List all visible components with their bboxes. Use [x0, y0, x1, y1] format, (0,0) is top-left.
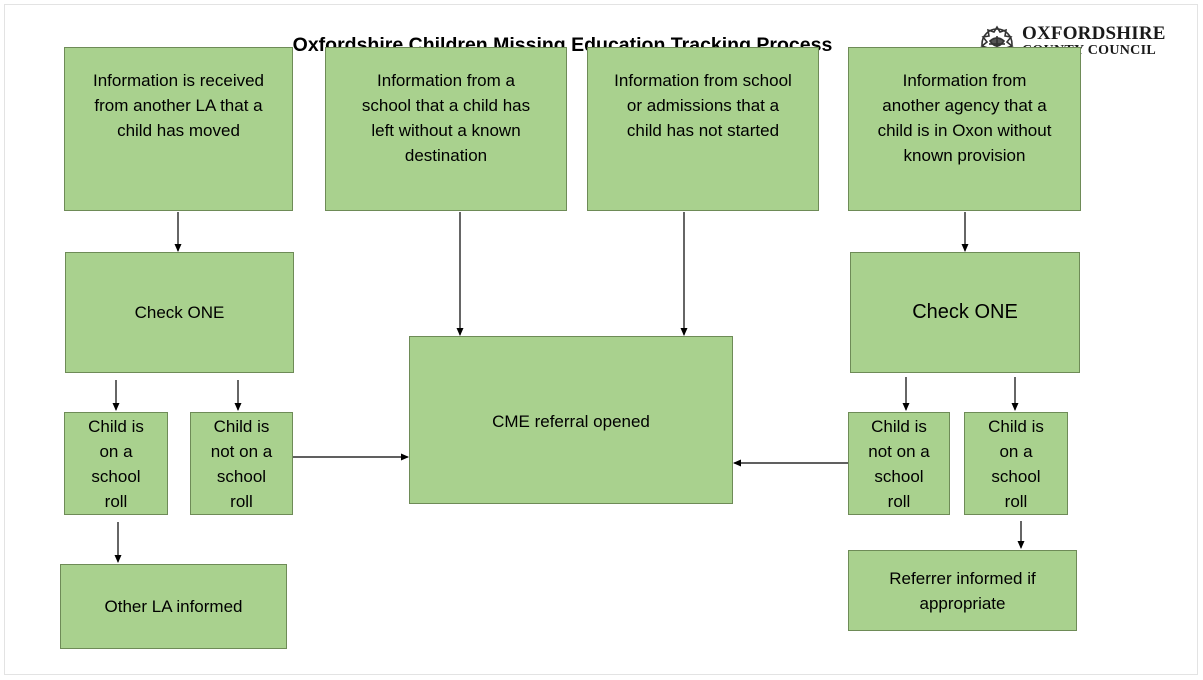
box-check-one-left-text: Check ONE [134, 303, 225, 322]
slide-frame [4, 4, 1198, 675]
box-info-from-admissions: Information from school or admissions th… [587, 47, 819, 211]
box-cme-referral-opened: CME referral opened [409, 336, 733, 504]
box-right-not-on-school-roll-text: Child is not on a school roll [868, 416, 930, 511]
box-info-from-admissions-text: Information from school or admissions th… [614, 71, 792, 140]
box-referrer-informed: Referrer informed if appropriate [848, 550, 1077, 631]
box-right-on-school-roll-text: Child is on a school roll [988, 416, 1044, 511]
box-right-not-on-school-roll: Child is not on a school roll [848, 412, 950, 515]
box-right-on-school-roll: Child is on a school roll [964, 412, 1068, 515]
box-check-one-right-text: Check ONE [912, 301, 1018, 323]
box-cme-referral-opened-text: CME referral opened [492, 412, 650, 431]
box-other-la-informed-text: Other LA informed [104, 597, 243, 616]
box-check-one-right: Check ONE [850, 252, 1080, 373]
logo-line-1: OXFORDSHIRE [1022, 23, 1166, 44]
box-left-not-on-school-roll-text: Child is not on a school roll [210, 416, 273, 511]
box-info-from-la: Information is received from another LA … [64, 47, 293, 211]
box-check-one-left: Check ONE [65, 252, 294, 373]
box-other-la-informed: Other LA informed [60, 564, 287, 649]
box-info-from-la-text: Information is received from another LA … [92, 71, 265, 140]
box-left-not-on-school-roll: Child is not on a school roll [190, 412, 293, 515]
box-referrer-informed-text: Referrer informed if appropriate [889, 568, 1036, 613]
box-left-on-school-roll-text: Child is on a school roll [88, 416, 144, 511]
box-info-from-agency: Information from another agency that a c… [848, 47, 1081, 211]
box-info-from-school-text: Information from a school that a child h… [361, 71, 531, 165]
box-info-from-school: Information from a school that a child h… [325, 47, 567, 211]
box-info-from-agency-text: Information from another agency that a c… [877, 71, 1052, 165]
box-left-on-school-roll: Child is on a school roll [64, 412, 168, 515]
